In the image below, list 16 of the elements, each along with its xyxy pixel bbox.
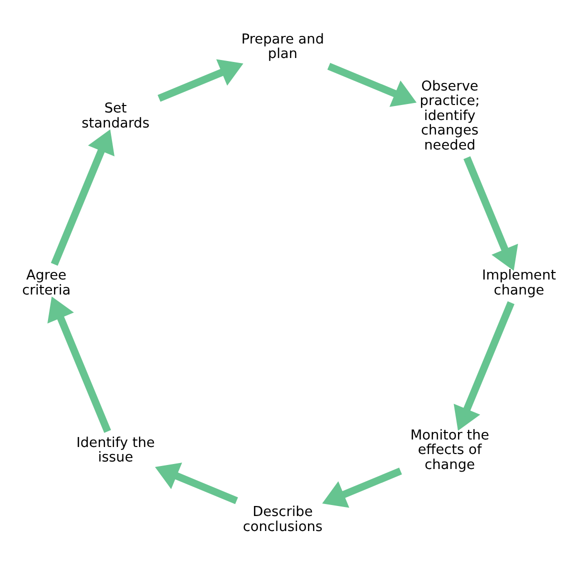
arrow [322, 468, 402, 508]
arrow [327, 62, 417, 107]
arrow [158, 59, 244, 102]
arrow [155, 462, 238, 504]
node-text: Monitor the effects of change [410, 427, 490, 473]
node-text: Identify the issue [76, 434, 155, 466]
arrow [47, 296, 112, 433]
node-text: Describe conclusions [242, 504, 323, 535]
arrow [50, 129, 114, 266]
node-text: Set standards [82, 100, 150, 132]
node-text: Prepare and plan [241, 31, 324, 62]
node-text: Agree criteria [22, 268, 71, 298]
arrow [454, 301, 514, 431]
arrow [463, 156, 518, 271]
node-text: Implement change [482, 268, 556, 298]
node-text: Observe practice; identify changes needed [420, 78, 480, 154]
